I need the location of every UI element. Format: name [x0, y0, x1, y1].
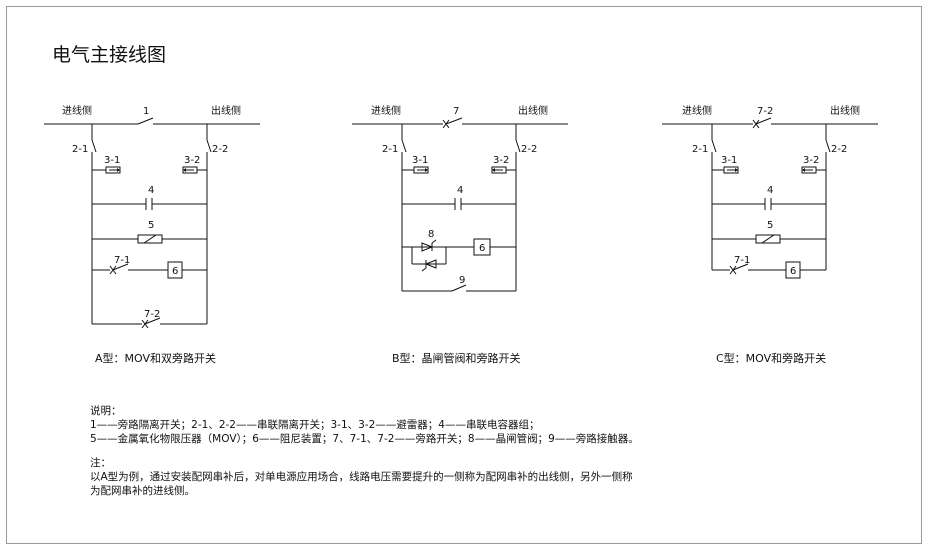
- label-switch-1: 1: [143, 106, 149, 117]
- note-line-2: 为配网串补的进线侧。: [90, 485, 195, 497]
- label-2-1-a: 2-1: [72, 144, 88, 155]
- diagram-b: 进线侧 出线侧 7 2-1 2-2 3-1 3-2 4 8: [352, 104, 568, 292]
- label-4-b: 4: [457, 185, 463, 196]
- label-8-b: 8: [428, 229, 434, 240]
- notes-heading: 说明：: [90, 405, 122, 417]
- page-title: 电气主接线图: [52, 44, 167, 66]
- label-incoming-a: 进线侧: [62, 104, 92, 117]
- label-switch-7-b: 7: [453, 106, 459, 117]
- diagram-c: 进线侧 出线侧 7-2 2-1 2-2 3-1 3-2 4 5 7-1: [662, 104, 878, 279]
- label-3-2-b: 3-2: [493, 155, 509, 166]
- notes-section: 说明： 1——旁路隔离开关；2-1、2-2——串联隔离开关；3-1、3-2——避…: [90, 404, 639, 498]
- label-outgoing-b: 出线侧: [518, 104, 548, 117]
- label-9-b: 9: [459, 275, 465, 286]
- caption-type-b: B型：晶闸管阀和旁路开关: [392, 352, 521, 365]
- label-outgoing-c: 出线侧: [830, 104, 860, 117]
- label-3-2-a: 3-2: [184, 155, 200, 166]
- label-5-a: 5: [148, 220, 154, 231]
- label-switch-7-2-c: 7-2: [757, 106, 773, 117]
- label-4-c: 4: [767, 185, 773, 196]
- label-5-c: 5: [767, 220, 773, 231]
- label-6-c: 6: [790, 266, 796, 277]
- label-3-1-c: 3-1: [721, 155, 737, 166]
- label-4-a: 4: [148, 185, 154, 196]
- label-outgoing-a: 出线侧: [211, 104, 241, 117]
- caption-type-c: C型：MOV和旁路开关: [716, 352, 827, 365]
- note-line-1: 以A型为例，通过安装配网串补后，对单电源应用场合，线路电压需要提升的一侧称为配网…: [90, 471, 633, 483]
- label-7-1-c: 7-1: [734, 255, 750, 266]
- notes-line-1: 1——旁路隔离开关；2-1、2-2——串联隔离开关；3-1、3-2——避雷器；4…: [90, 419, 540, 431]
- label-7-2-a: 7-2: [144, 309, 160, 320]
- label-3-2-c: 3-2: [803, 155, 819, 166]
- label-2-2-a: 2-2: [212, 144, 228, 155]
- note-heading: 注：: [90, 457, 111, 469]
- label-incoming-c: 进线侧: [682, 104, 712, 117]
- figure-frame: [6, 6, 922, 544]
- label-3-1-a: 3-1: [104, 155, 120, 166]
- label-6-a: 6: [172, 266, 178, 277]
- label-3-1-b: 3-1: [412, 155, 428, 166]
- caption-type-a: A型：MOV和双旁路开关: [95, 352, 217, 365]
- notes-line-2: 5——金属氧化物限压器（MOV）；6——阻尼装置；7、7-1、7-2——旁路开关…: [90, 433, 639, 445]
- label-2-2-b: 2-2: [521, 144, 537, 155]
- label-7-1-a: 7-1: [114, 255, 130, 266]
- diagram-a: 进线侧 出线侧 1 2-1 2-2 3-1 3-2 4 5 7-1: [44, 104, 260, 329]
- label-2-1-b: 2-1: [382, 144, 398, 155]
- label-2-1-c: 2-1: [692, 144, 708, 155]
- label-2-2-c: 2-2: [831, 144, 847, 155]
- label-incoming-b: 进线侧: [371, 104, 401, 117]
- label-6-b: 6: [479, 243, 485, 254]
